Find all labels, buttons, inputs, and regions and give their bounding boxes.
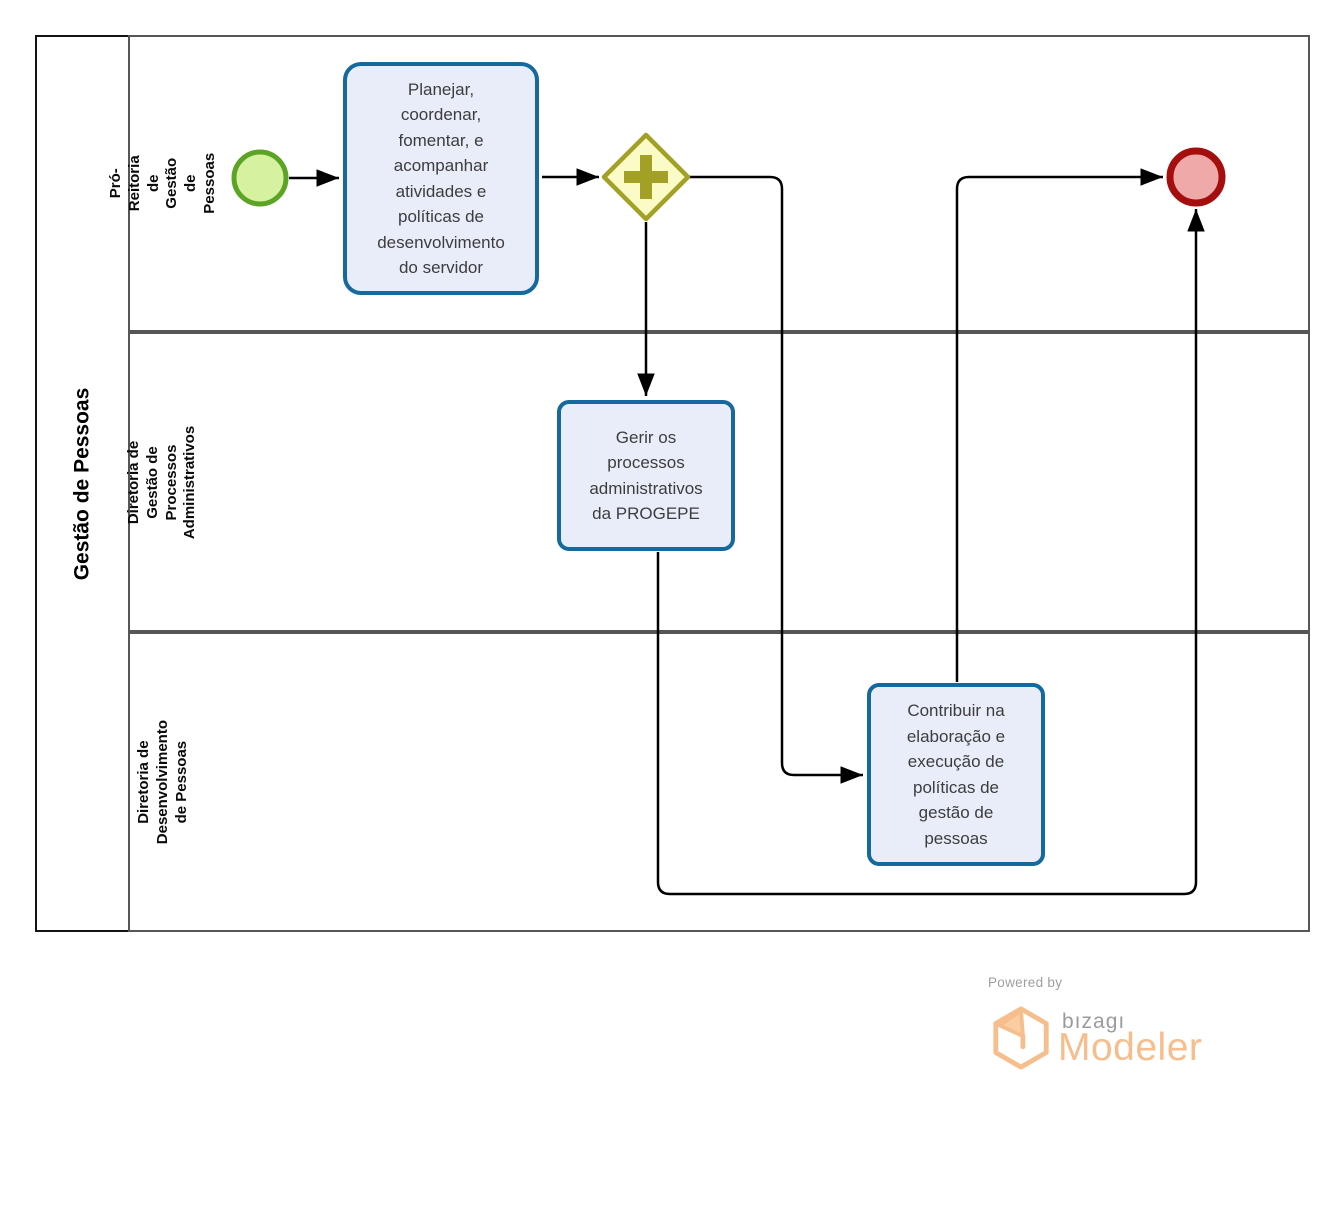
task-planejar: Planejar, coordenar, fomentar, e acompan… xyxy=(343,62,539,295)
task-label: Planejar, coordenar, fomentar, e acompan… xyxy=(377,79,505,278)
lane-header: Diretoria de Gestão de Processos Adminis… xyxy=(126,334,199,630)
bizagi-logo-icon xyxy=(993,1006,1049,1070)
lane-header: Diretoria de Desenvolvimento de Pessoas xyxy=(130,634,196,930)
lane-diretoria-desenvolvimento: Diretoria de Desenvolvimento de Pessoas xyxy=(128,632,1310,932)
pool-header: Gestão de Pessoas xyxy=(35,35,130,932)
task-label: Gerir os processos administrativos da PR… xyxy=(589,427,703,524)
task-contribuir: Contribuir na elaboração e execução de p… xyxy=(867,683,1045,866)
task-label: Contribuir na elaboração e execução de p… xyxy=(906,701,1006,848)
powered-by-label: Powered by xyxy=(988,975,1063,990)
modeler-wordmark: Modeler xyxy=(1058,1026,1203,1069)
bizagi-wordmark: bızagı xyxy=(1062,1010,1126,1033)
lane-label: Pró-Reitoria de Gestão de Pessoas xyxy=(106,153,218,214)
task-gerir: Gerir os processos administrativos da PR… xyxy=(557,400,735,551)
pool-title: Gestão de Pessoas xyxy=(70,387,94,580)
lane-label: Diretoria de Desenvolvimento de Pessoas xyxy=(134,719,190,845)
lane-label: Diretoria de Gestão de Processos Adminis… xyxy=(125,425,199,539)
lane-pro-reitoria: Pró-Reitoria de Gestão de Pessoas xyxy=(107,35,1310,332)
lane-header: Pró-Reitoria de Gestão de Pessoas xyxy=(107,37,218,330)
